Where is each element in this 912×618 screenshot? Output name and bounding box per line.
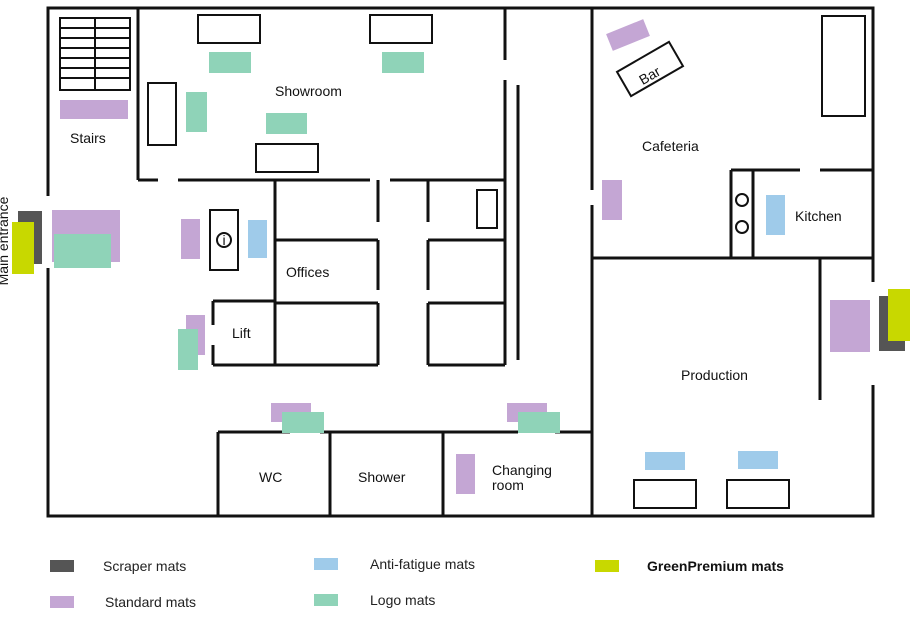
logo-mat (209, 52, 251, 73)
stove-burner-icon (735, 220, 749, 234)
logo-mat (186, 92, 207, 132)
anti-fatigue-mat (738, 451, 778, 469)
showroom-table (255, 143, 319, 173)
room-labels: Stairs Showroom Cafeteria Bar Kitchen Of… (0, 63, 842, 493)
anti-fatigue-mat (645, 452, 685, 470)
showroom-table (197, 14, 261, 44)
standard-mat (60, 100, 128, 119)
label-cafeteria: Cafeteria (642, 138, 699, 154)
logo-mat (54, 234, 111, 268)
logo-mat (178, 329, 198, 370)
info-symbol: i (222, 232, 225, 248)
label-showroom: Showroom (275, 83, 342, 99)
green-premium-mat (12, 222, 34, 274)
production-table (726, 479, 790, 509)
production-table (633, 479, 697, 509)
label-stairs: Stairs (70, 130, 106, 146)
standard-mat (456, 454, 475, 494)
logo-mat (382, 52, 424, 73)
stove-burner-icon (735, 193, 749, 207)
label-kitchen: Kitchen (795, 208, 842, 224)
walls (46, 6, 875, 518)
logo-mat (282, 412, 324, 433)
label-changing-room-line2: room (492, 477, 524, 493)
legend-label-green-premium: GreenPremium mats (647, 558, 784, 574)
label-main-entrance: Main entrance (0, 196, 11, 285)
green-premium-mat (888, 289, 910, 341)
legend-label-anti-fatigue: Anti-fatigue mats (370, 556, 475, 572)
legend-swatch-logo (314, 594, 338, 606)
office-desk (476, 189, 498, 229)
legend-swatch-standard (50, 596, 74, 608)
showroom-table (147, 82, 177, 146)
legend-swatch-anti-fatigue (314, 558, 338, 570)
standard-mat (830, 300, 870, 352)
standard-mat (602, 180, 622, 220)
legend-label-scraper: Scraper mats (103, 558, 186, 574)
legend-swatch-green-premium (595, 560, 619, 572)
bar-counter (615, 40, 685, 98)
standard-mat (606, 19, 650, 51)
anti-fatigue-mat (766, 195, 785, 235)
label-production: Production (681, 367, 748, 383)
legend-swatch-scraper (50, 560, 74, 572)
legend-label-standard: Standard mats (105, 594, 196, 610)
logo-mat (266, 113, 307, 134)
label-changing-room-line1: Changing (492, 462, 552, 478)
label-offices: Offices (286, 264, 329, 280)
legend-label-logo: Logo mats (370, 592, 435, 608)
legend: Scraper mats Standard mats Anti-fatigue … (50, 556, 784, 610)
info-icon (216, 232, 232, 248)
showroom-table (369, 14, 433, 44)
cafeteria-cabinet (821, 15, 866, 117)
label-shower: Shower (358, 469, 406, 485)
anti-fatigue-mat (248, 220, 267, 258)
label-wc: WC (259, 469, 282, 485)
staircase (59, 17, 131, 91)
furniture (59, 14, 866, 509)
label-lift: Lift (232, 325, 251, 341)
standard-mat (181, 219, 200, 259)
logo-mat (518, 412, 560, 433)
mats (12, 19, 910, 494)
